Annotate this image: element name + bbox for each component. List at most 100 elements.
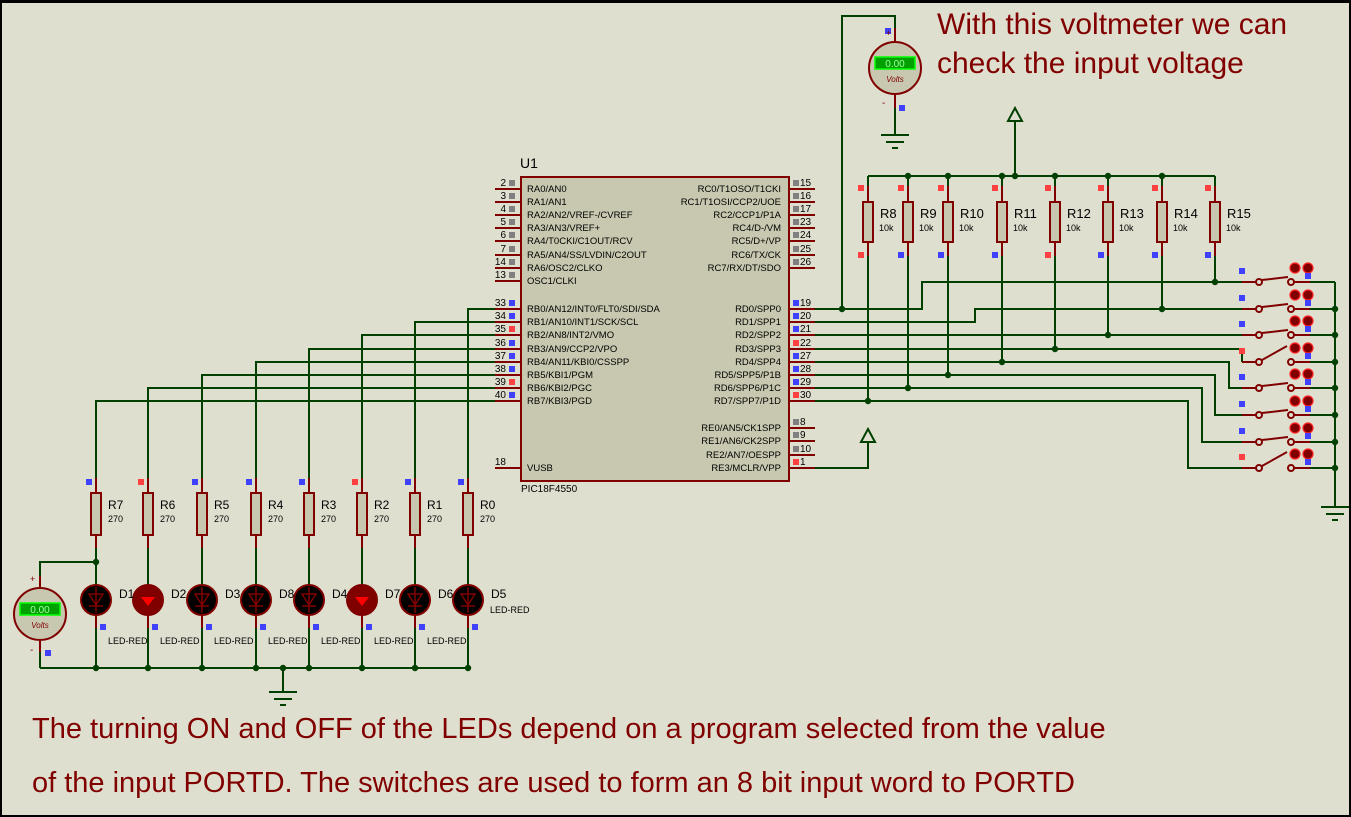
dip-switch[interactable]: [1242, 342, 1314, 366]
dip-switch[interactable]: [1242, 262, 1314, 286]
resistor-ref: R3: [321, 498, 337, 512]
switch-lever[interactable]: [1261, 345, 1288, 361]
logic-state-indicator: [898, 185, 904, 191]
microcontroller-u1[interactable]: [520, 176, 790, 482]
dip-switch[interactable]: [1242, 395, 1314, 419]
led-resistor[interactable]: [196, 492, 208, 536]
switch-open-button-icon[interactable]: [1289, 368, 1301, 380]
switch-open-button-icon[interactable]: [1289, 262, 1301, 274]
switch-close-button-icon[interactable]: [1302, 289, 1314, 301]
led-d2[interactable]: [132, 584, 164, 616]
switch-lever[interactable]: [1261, 436, 1289, 441]
pullup-resistor[interactable]: [862, 201, 874, 243]
resistor-value: 270: [427, 514, 442, 524]
logic-state-indicator: [793, 219, 799, 225]
led-d5[interactable]: [452, 584, 484, 616]
led-resistor[interactable]: [90, 492, 102, 536]
logic-state-indicator: [938, 252, 944, 258]
pullup-resistor[interactable]: [1049, 201, 1061, 243]
switch-close-button-icon[interactable]: [1302, 368, 1314, 380]
logic-state-indicator: [793, 379, 799, 385]
led-d4[interactable]: [293, 584, 325, 616]
resistor-ref: R10: [960, 206, 984, 221]
pullup-resistor[interactable]: [902, 201, 914, 243]
switch-close-button-icon[interactable]: [1302, 342, 1314, 354]
led-d6[interactable]: [399, 584, 431, 616]
pin-name: RA0/AN0: [527, 184, 567, 195]
switch-terminal: [1287, 438, 1295, 446]
led-d8[interactable]: [240, 584, 272, 616]
resistor-ref: R12: [1067, 206, 1091, 221]
switch-close-button-icon[interactable]: [1302, 395, 1314, 407]
switch-lever[interactable]: [1261, 382, 1289, 387]
logic-state-indicator: [1239, 401, 1245, 407]
logic-state-indicator: [793, 446, 799, 452]
dip-switch[interactable]: [1242, 289, 1314, 313]
switch-terminal: [1255, 358, 1263, 366]
switch-terminal: [1255, 384, 1263, 392]
switch-lever[interactable]: [1261, 451, 1288, 467]
switch-lever[interactable]: [1261, 303, 1289, 308]
resistor-value: 10k: [919, 223, 934, 233]
switch-open-button-icon[interactable]: [1289, 315, 1301, 327]
logic-state-indicator: [366, 624, 372, 630]
logic-state-indicator: [793, 193, 799, 199]
pin-name: RB7/KBI3/PGD: [527, 396, 592, 407]
logic-state-indicator: [1305, 433, 1311, 439]
switch-open-button-icon[interactable]: [1289, 395, 1301, 407]
led-resistor[interactable]: [356, 492, 368, 536]
dip-switch[interactable]: [1242, 422, 1314, 446]
resistor-ref: R7: [108, 498, 124, 512]
pin-number: 7: [500, 244, 506, 255]
led-d7[interactable]: [346, 584, 378, 616]
led-ref: D6: [438, 587, 454, 601]
portd-wire: [815, 281, 1242, 310]
logic-state-indicator: [1239, 348, 1245, 354]
chip-body[interactable]: [520, 176, 790, 482]
dip-switch[interactable]: [1242, 368, 1314, 392]
switch-close-button-icon[interactable]: [1302, 315, 1314, 327]
dip-switch[interactable]: [1242, 448, 1314, 472]
switch-close-button-icon[interactable]: [1302, 422, 1314, 434]
switch-open-button-icon[interactable]: [1289, 448, 1301, 460]
dip-switch[interactable]: [1242, 315, 1314, 339]
voltmeter-probe-wire: [39, 561, 96, 576]
led-d1[interactable]: [80, 584, 112, 616]
pullup-resistor[interactable]: [1156, 201, 1168, 243]
switch-lever[interactable]: [1261, 409, 1289, 414]
logic-state-indicator: [509, 206, 515, 212]
switch-open-button-icon[interactable]: [1289, 342, 1301, 354]
logic-state-indicator: [1205, 185, 1211, 191]
led-part: LED-RED: [160, 636, 200, 646]
minus-sign: -: [30, 645, 33, 656]
pullup-resistor[interactable]: [996, 201, 1008, 243]
led-resistor[interactable]: [462, 492, 474, 536]
switch-open-button-icon[interactable]: [1289, 289, 1301, 301]
pin-number: 30: [800, 390, 812, 401]
junction-dot: [838, 305, 846, 313]
pin-number: 38: [495, 364, 507, 375]
logic-state-indicator: [793, 313, 799, 319]
pullup-resistor[interactable]: [1209, 201, 1221, 243]
led-resistor[interactable]: [303, 492, 315, 536]
led-resistor[interactable]: [409, 492, 421, 536]
switch-lever[interactable]: [1261, 276, 1289, 281]
plus-sign: +: [886, 28, 891, 38]
led-resistor[interactable]: [250, 492, 262, 536]
logic-state-indicator: [509, 326, 515, 332]
switch-close-button-icon[interactable]: [1302, 448, 1314, 460]
pin-name: RC6/TX/CK: [731, 250, 781, 261]
led-resistor[interactable]: [142, 492, 154, 536]
pullup-resistor[interactable]: [1102, 201, 1114, 243]
logic-state-indicator: [192, 479, 198, 485]
pin-name: RD1/SPP1: [735, 317, 781, 328]
pullup-resistor[interactable]: [942, 201, 954, 243]
switch-open-button-icon[interactable]: [1289, 422, 1301, 434]
led-d3[interactable]: [186, 584, 218, 616]
switch-close-button-icon[interactable]: [1302, 262, 1314, 274]
pin-number: 1: [800, 457, 806, 468]
switch-lever[interactable]: [1261, 329, 1289, 334]
